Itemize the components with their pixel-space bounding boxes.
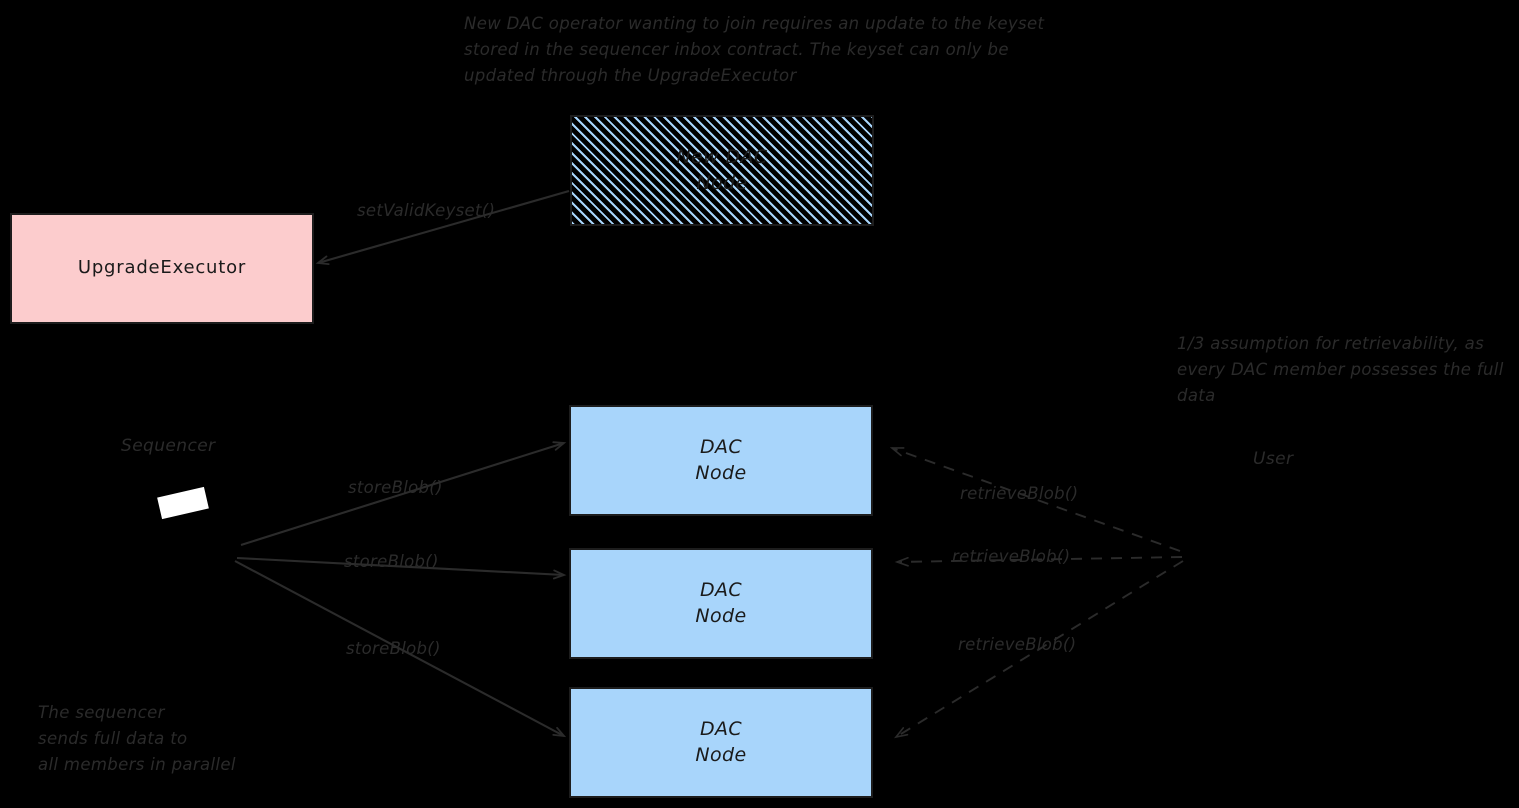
annotation-retrievability: 1/3 assumption for retrievability, as ev…: [1177, 334, 1504, 406]
label-user: User: [1253, 449, 1294, 469]
edge-label-retrieve-blob-2: retrieveBlob(): [952, 547, 1071, 566]
edge-label-store-blob-3: storeBlob(): [346, 639, 441, 658]
node-dac-node-1-label: DAC Node: [695, 435, 747, 484]
edge-label-retrieve-blob-3: retrieveBlob(): [958, 635, 1077, 654]
node-dac-node-3-label: DAC Node: [695, 717, 747, 766]
node-new-dac-node-label: New DAC Node: [676, 145, 768, 194]
edge-label-set-valid-keyset: setValidKeyset(): [357, 201, 496, 220]
label-sequencer: Sequencer: [121, 436, 216, 456]
edge-label-retrieve-blob-1: retrieveBlob(): [960, 484, 1079, 503]
node-dac-node-2[interactable]: DAC Node: [569, 548, 873, 659]
node-upgrade-executor[interactable]: UpgradeExecutor: [10, 213, 314, 324]
node-new-dac-node[interactable]: New DAC Node: [570, 115, 874, 226]
sequencer-glyph-icon: [157, 486, 209, 520]
edge-label-store-blob-2: storeBlob(): [344, 552, 439, 571]
annotation-sequencer-parallel: The sequencer sends full data to all mem…: [38, 703, 236, 775]
annotation-keyset-update: New DAC operator wanting to join require…: [464, 14, 1045, 86]
node-dac-node-3[interactable]: DAC Node: [569, 687, 873, 798]
node-dac-node-2-label: DAC Node: [695, 578, 747, 627]
hatch-pattern: [572, 117, 872, 224]
edge-label-store-blob-1: storeBlob(): [348, 478, 443, 497]
node-upgrade-executor-label: UpgradeExecutor: [77, 257, 247, 279]
node-dac-node-1[interactable]: DAC Node: [569, 405, 873, 516]
